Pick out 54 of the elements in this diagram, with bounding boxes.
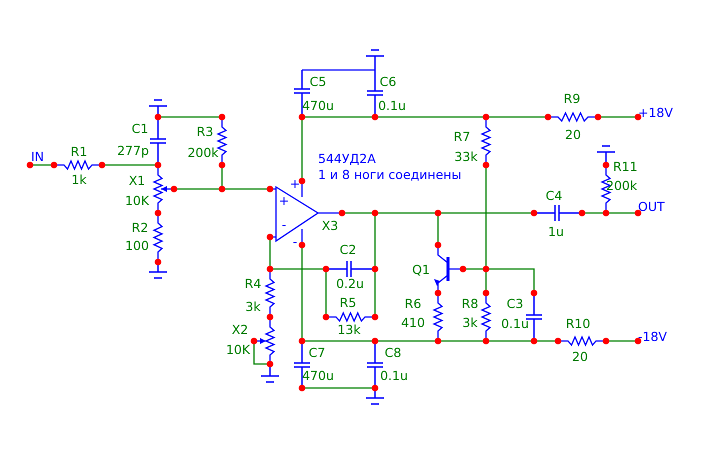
component-value: 470u <box>302 369 334 383</box>
component-label: C7 <box>308 346 326 360</box>
note-text: 544УД2А <box>318 152 376 166</box>
component-value: 1k <box>71 173 87 187</box>
component-label: R5 <box>340 296 356 310</box>
component-value: 20 <box>565 128 581 142</box>
component-value: 0.2u <box>336 277 364 291</box>
component-value: 100 <box>125 239 149 253</box>
pin-sign: + <box>290 177 300 191</box>
component-value: 200k <box>606 179 638 193</box>
pin-sign: - <box>282 218 286 232</box>
component-label: C5 <box>310 75 326 89</box>
component-label: C1 <box>132 122 148 136</box>
component-value: 1u <box>548 225 564 239</box>
component-label: C4 <box>546 189 562 203</box>
component-value: 33k <box>454 150 478 164</box>
component-value: 10K <box>124 194 150 208</box>
component-label: R6 <box>404 297 422 311</box>
component-value: 277p <box>117 144 149 158</box>
component-value: 200k <box>187 146 219 160</box>
component-label: R4 <box>244 277 262 291</box>
component-value: 0.1u <box>501 317 529 331</box>
component-value: 0.1u <box>378 99 406 113</box>
terminal-label: +18V <box>638 106 673 120</box>
component-label: R2 <box>132 221 148 235</box>
component-label: X2 <box>232 323 248 337</box>
component-label: R1 <box>70 145 88 159</box>
component-label: C3 <box>506 297 524 311</box>
component-label: R11 <box>613 160 638 174</box>
component-value: 13k <box>337 323 361 337</box>
component-label: C2 <box>340 243 356 257</box>
component-label: R10 <box>566 317 590 331</box>
component-label: R7 <box>454 130 470 144</box>
component-label: C8 <box>384 346 402 360</box>
component-value: 410 <box>401 316 425 330</box>
component-label: X3 <box>322 219 338 233</box>
component-value: 470u <box>302 99 334 113</box>
component-value: 10K <box>226 343 250 357</box>
component-label: C6 <box>380 75 396 89</box>
component-label: R9 <box>564 92 580 106</box>
component-value: 3k <box>245 300 261 314</box>
note-text: 1 и 8 ноги соединены <box>318 168 462 182</box>
component-label: R3 <box>196 125 214 139</box>
component-value: 3k <box>462 316 478 330</box>
pin-sign: + <box>278 194 290 208</box>
terminal-label: IN <box>31 150 44 164</box>
terminal-label: -18V <box>638 330 667 344</box>
component-value: 20 <box>572 350 588 364</box>
component-label: R8 <box>462 297 478 311</box>
pin-sign: - <box>292 235 298 249</box>
component-value: 0.1u <box>380 369 408 383</box>
terminal-label: OUT <box>638 200 665 214</box>
component-label: X1 <box>128 174 146 188</box>
component-label: Q1 <box>412 263 430 277</box>
